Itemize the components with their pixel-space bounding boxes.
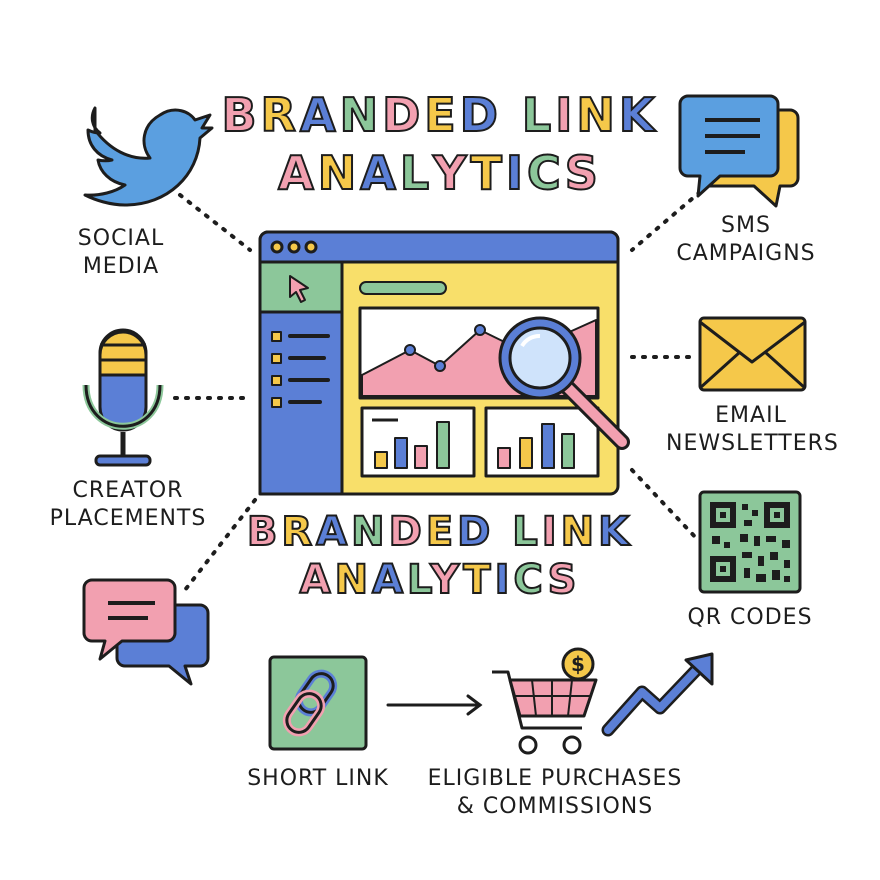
sms-campaigns-label-line2: CAMPAIGNS [676,240,816,266]
social-media-label: SOCIAL MEDIA [66,225,176,280]
title-letter: S [547,557,581,603]
title-letter: I [541,509,561,555]
microphone-icon [82,328,164,467]
title-letter: E [425,509,458,555]
page-title-line2: ANALYTICS [0,146,880,200]
title-letter: D [381,88,425,142]
title-letter: N [339,88,383,142]
title-letter: D [456,509,495,555]
title-letter: A [371,557,408,603]
title-letter: N [317,146,361,200]
short-link-label-text: SHORT LINK [247,766,389,791]
title-letter [494,509,512,555]
title-letter: I [494,557,514,603]
title-letter: N [350,509,389,555]
email-newsletters-label-line2: NEWSLETTERS [666,430,839,456]
title-letter: N [560,509,599,555]
title-letter: N [334,557,373,603]
title-letter: Y [432,146,471,200]
creator-placements-label-line1: CREATOR [72,478,184,503]
qr-codes-label: QR CODES [680,604,820,632]
title-letter: K [618,88,659,142]
purchases-label: ELIGIBLE PURCHASES & COMMISSIONS [410,765,700,820]
title-letter: K [597,509,634,555]
title-letter: B [246,509,282,555]
connector-lines [173,190,702,592]
title-letter: L [406,557,431,603]
qr-code-icon [698,490,802,594]
qr-codes-label-line1: QR CODES [687,605,813,630]
title-letter: L [511,509,542,555]
title-letter: L [399,146,434,200]
short-link-label: SHORT LINK [240,765,396,793]
social-media-label-line1: SOCIAL [77,226,165,251]
title-letter: A [315,509,352,555]
title-letter: C [512,557,548,603]
title-letter: Y [429,557,464,603]
title-letter: E [423,88,460,142]
purchases-label-line1: ELIGIBLE PURCHASES [427,766,683,791]
title-letter: R [260,88,300,142]
chat-bubbles-icon [678,94,800,208]
title-letter: B [220,88,261,142]
social-media-label-line2: MEDIA [82,253,160,279]
title-letter: C [526,146,565,200]
twitter-bird-icon [83,106,214,207]
title-letter: I [505,146,527,200]
title-letter: T [462,557,495,603]
page-title-line1: BRANDED LINK [0,88,880,142]
chat-bubbles-left-icon [82,578,210,686]
envelope-icon [698,316,807,392]
title-letter: D [388,509,426,555]
browser-window [258,230,620,496]
title-letter: A [359,146,400,200]
title-letter: A [299,557,335,603]
email-newsletters-label: EMAIL NEWSLETTERS [666,402,839,457]
subtitle-line2: ANALYTICS [0,557,880,603]
title-letter: A [299,88,340,142]
sms-campaigns-label-line1: SMS [721,213,771,238]
sms-campaigns-label: SMS CAMPAIGNS [666,212,826,267]
purchases-label-line2: & COMMISSIONS [456,793,654,819]
shopping-cart-icon: $ [492,647,598,755]
title-letter [502,92,522,138]
title-letter: A [277,146,318,200]
subtitle-line1: BRANDED LINK [0,509,880,555]
email-newsletters-label-line1: EMAIL [715,403,787,428]
trend-arrow-icon [601,652,714,737]
svg-text:$: $ [571,652,585,676]
title-letter: T [469,146,506,200]
title-letter: D [459,88,502,142]
magnifier-icon [498,316,630,450]
title-letter: N [575,88,619,142]
flow-arrow [386,694,483,716]
creator-placements-label: CREATOR PLACEMENTS [48,477,208,532]
title-letter: I [554,88,577,142]
title-letter: R [280,509,317,555]
title-letter: L [521,88,556,142]
chain-link-icon [268,655,368,751]
creator-placements-label-line2: PLACEMENTS [49,505,207,531]
title-letter: S [564,146,602,200]
